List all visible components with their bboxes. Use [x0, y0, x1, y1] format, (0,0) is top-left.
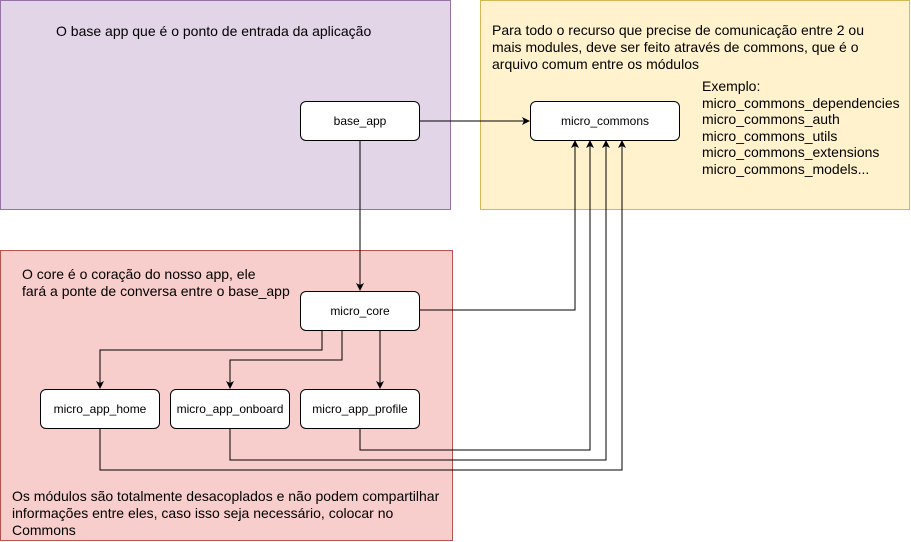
node-micro-commons[interactable]: micro_commons: [530, 101, 680, 141]
base-region-note: O base app que é o ponto de entrada da a…: [56, 23, 372, 39]
commons-region-note: Para todo o recurso que precise de comun…: [492, 22, 864, 73]
core-bottom-note-line: informações entre eles, caso isso seja n…: [12, 505, 394, 521]
commons-note-line: arquivo comum entre os módulos: [492, 56, 699, 72]
node-micro-app-home[interactable]: micro_app_home: [40, 389, 160, 429]
commons-note-line: Para todo o recurso que precise de comun…: [492, 22, 865, 38]
node-micro-core[interactable]: micro_core: [300, 291, 420, 331]
node-base-app[interactable]: base_app: [300, 101, 420, 141]
commons-example-line: Exemplo:: [702, 78, 761, 94]
commons-example-line: micro_commons_dependencies: [702, 94, 900, 111]
edge-core-to-onboard: [226, 331, 343, 389]
core-bottom-note-line: Os módulos são totalmente desacoplados e…: [12, 488, 440, 504]
edge-home-to-commons: [99, 140, 626, 471]
core-bottom-note-line: Commons: [12, 522, 76, 538]
node-micro-app-onboard[interactable]: micro_app_onboard: [170, 389, 290, 429]
edge-onboard-to-commons: [229, 140, 610, 461]
node-micro-app-profile[interactable]: micro_app_profile: [300, 389, 420, 429]
commons-example-line: micro_commons_utils: [702, 127, 838, 144]
commons-example-list: Exemplo: micro_commons_dependencies micr…: [702, 78, 900, 177]
core-region-note: O core é o coração do nosso app, ele far…: [22, 266, 290, 300]
edge-core-to-home: [96, 331, 323, 389]
commons-example-line: micro_commons_models...: [702, 160, 870, 177]
edge-profile-to-commons: [359, 140, 594, 451]
commons-note-line: mais modules, deve ser feito através de …: [492, 39, 859, 55]
commons-example-line: micro_commons_extensions: [702, 144, 880, 160]
core-note-line: O core é o coração do nosso app, ele: [22, 266, 256, 282]
commons-example-line: micro_commons_auth: [702, 111, 840, 127]
core-region-bottom-note: Os módulos são totalmente desacoplados e…: [12, 488, 439, 539]
edge-core-to-commons: [420, 140, 579, 311]
core-note-line: fará a ponte de conversa entre o base_ap…: [22, 283, 290, 299]
